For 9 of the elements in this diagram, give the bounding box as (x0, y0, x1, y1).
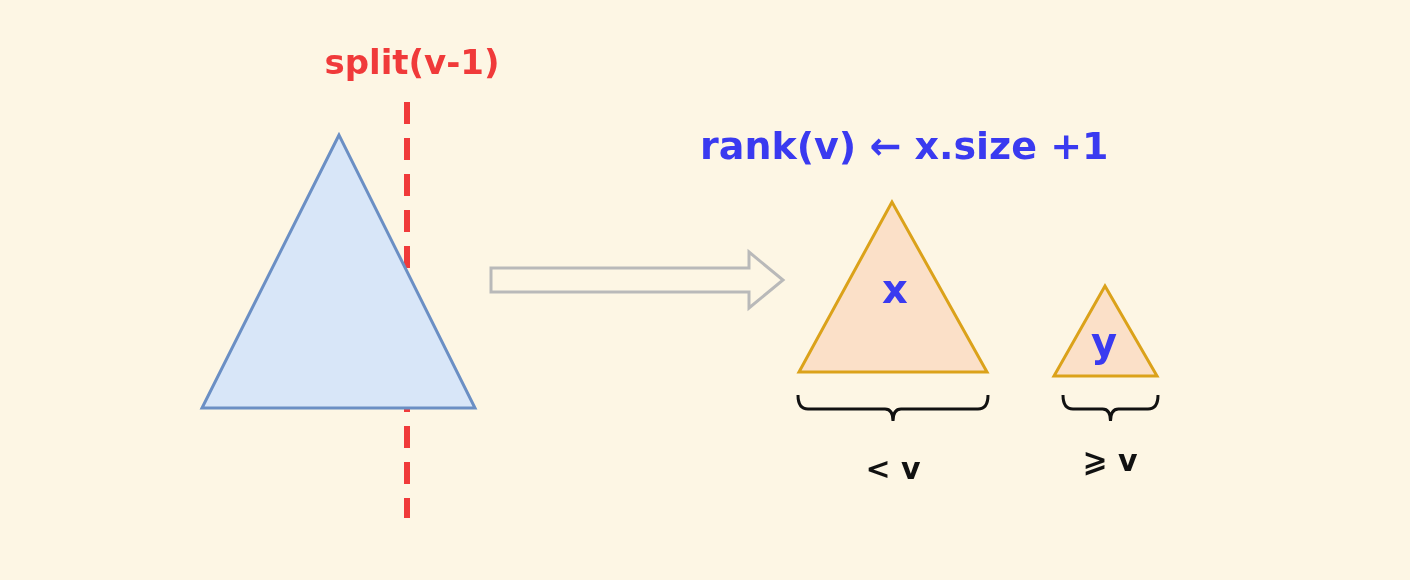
brace-label: < v (864, 454, 922, 484)
triangle-node (200, 133, 477, 410)
split-label: split(v-1) (323, 45, 501, 79)
tree-label: x (881, 269, 909, 309)
triangle-node (797, 200, 989, 374)
triangle-node (1052, 284, 1159, 378)
formula-label: rank(v) ← x.size +1 (700, 127, 1109, 165)
brace-label: ⩾ v (1081, 446, 1139, 476)
hollow-arrow (489, 248, 786, 312)
